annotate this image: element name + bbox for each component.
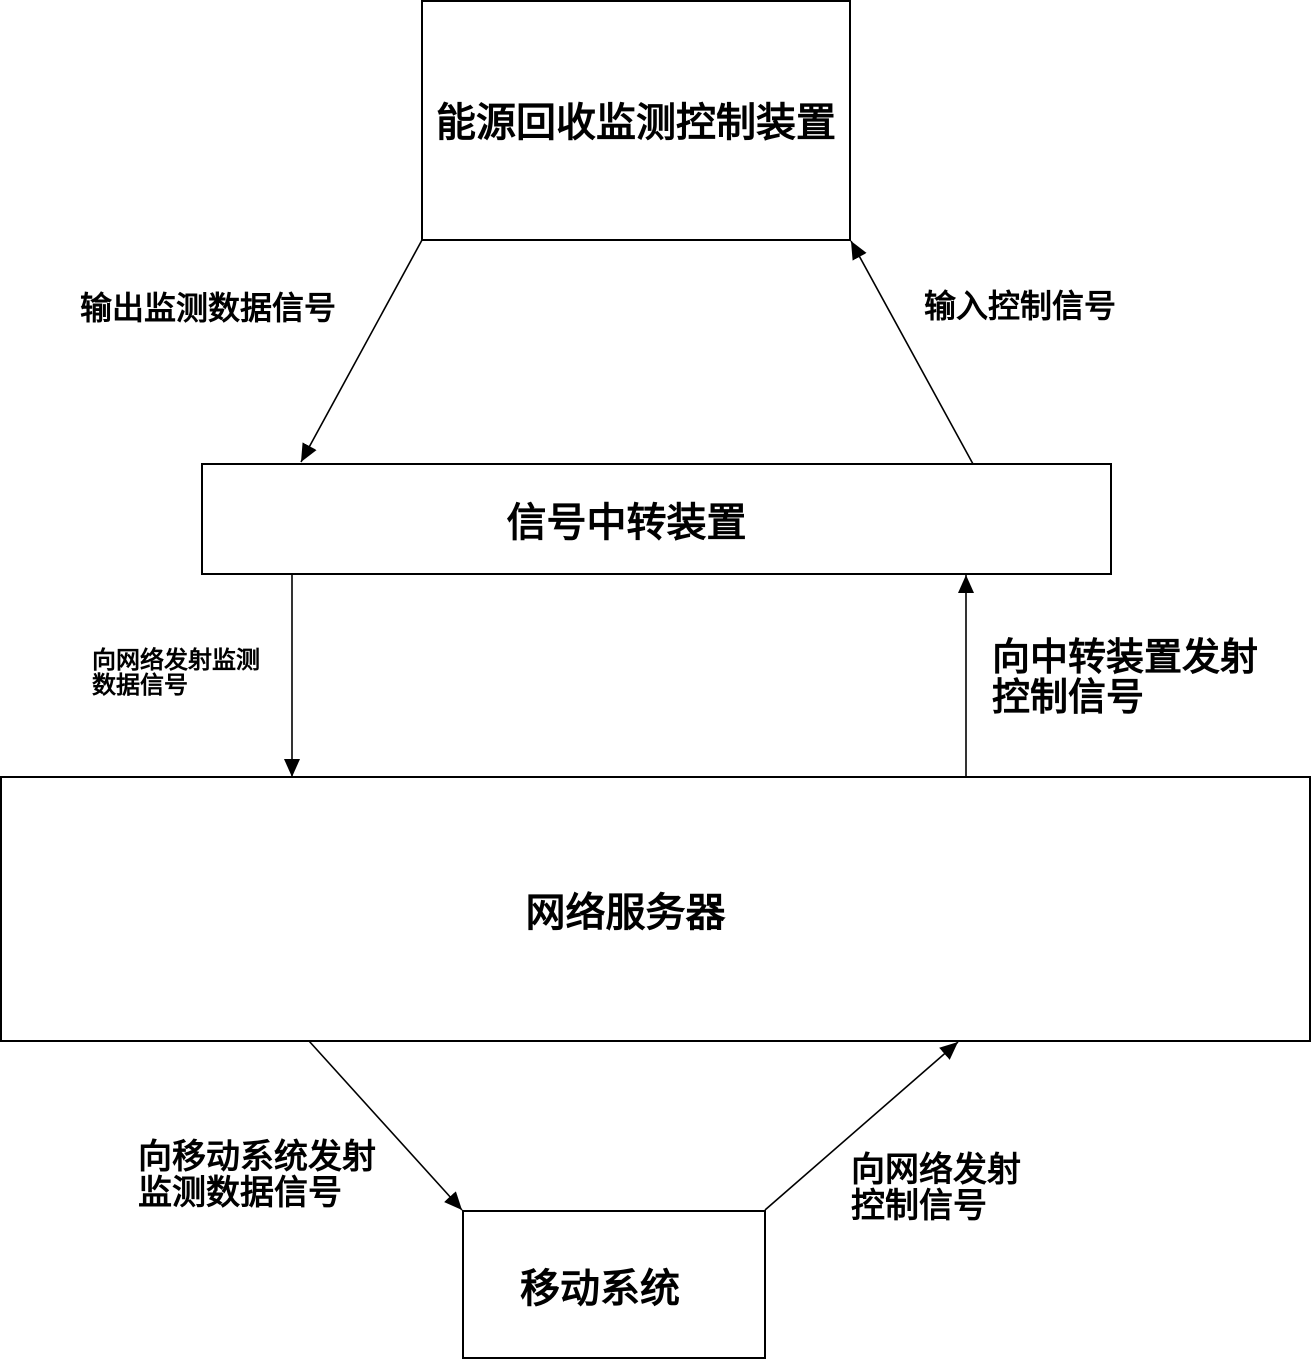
relay-to-network-label: 向网络发射监测 数据信号	[92, 646, 260, 700]
arrow-relay-to-energy	[850, 240, 974, 465]
energy-recovery-device-label: 能源回收监测控制装置	[436, 100, 836, 146]
server-to-mobile-label: 向移动系统发射 监测数据信号	[138, 1137, 376, 1213]
relay-to-network-label-line2: 数据信号	[92, 671, 188, 700]
server-to-relay-label-line2: 控制信号	[992, 674, 1145, 719]
input-control-signal-label: 输入控制信号	[924, 287, 1117, 325]
arrow-server-to-mobile	[308, 1040, 463, 1211]
mobile-system-label: 移动系统	[520, 1265, 680, 1312]
energy-recovery-device-box: 能源回收监测控制装置	[421, 0, 851, 241]
arrow-mobile-to-server	[764, 1041, 959, 1211]
mobile-to-network-label-line1: 向网络发射	[851, 1150, 1021, 1190]
mobile-to-network-label: 向网络发射 控制信号	[851, 1150, 1021, 1226]
server-to-relay-label: 向中转装置发射 控制信号	[992, 635, 1259, 719]
signal-relay-device-label: 信号中转装置	[506, 500, 747, 546]
signal-relay-device-box: 信号中转装置	[201, 463, 1112, 575]
output-monitor-signal-label: 输出监测数据信号	[80, 289, 337, 327]
arrow-energy-to-relay	[300, 239, 423, 463]
mobile-to-network-label-line2: 控制信号	[851, 1185, 987, 1226]
mobile-system-box: 移动系统	[462, 1210, 766, 1359]
relay-to-network-label-line1: 向网络发射监测	[92, 646, 260, 674]
network-server-box: 网络服务器	[0, 776, 1311, 1042]
network-server-label: 网络服务器	[525, 890, 726, 936]
server-to-mobile-label-line2: 监测数据信号	[138, 1172, 342, 1213]
server-to-relay-label-line1: 向中转装置发射	[992, 635, 1259, 679]
server-to-mobile-label-line1: 向移动系统发射	[138, 1137, 376, 1177]
